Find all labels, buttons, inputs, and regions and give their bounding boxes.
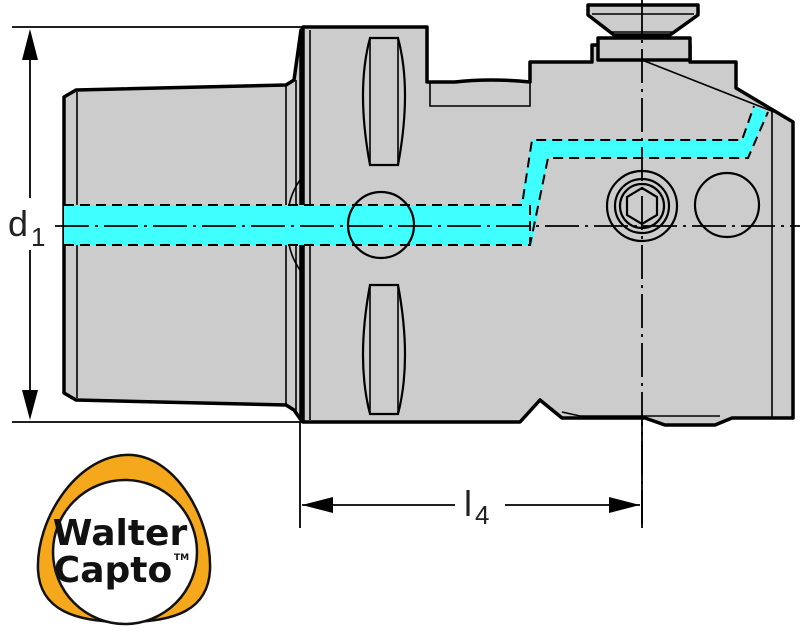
oblong-cutout-top — [361, 36, 407, 167]
clamp-screw — [586, 3, 700, 62]
dimension-d1-subscript: 1 — [31, 222, 45, 252]
oblong-cutout-bottom — [361, 283, 407, 416]
cross-hole — [346, 190, 416, 260]
dimension-l4: l 4 — [299, 422, 643, 530]
arrow-up-icon — [22, 29, 38, 60]
logo-line2: Capto — [54, 550, 172, 591]
arrow-left-icon — [302, 497, 333, 513]
dimension-d1: d 1 — [8, 26, 303, 423]
dimension-l4-subscript: 4 — [475, 500, 489, 530]
dimension-d1-symbol: d — [8, 203, 28, 244]
logo-trademark: TM — [174, 553, 189, 563]
dimension-l4-symbol: l — [464, 483, 472, 524]
coolant-channel — [64, 105, 769, 246]
side-hole — [693, 171, 761, 239]
walter-capto-logo: Walter Capto TM — [36, 453, 212, 626]
logo-line1: Walter — [53, 513, 188, 554]
arrow-down-icon — [22, 390, 38, 420]
arrow-right-icon — [609, 497, 640, 513]
